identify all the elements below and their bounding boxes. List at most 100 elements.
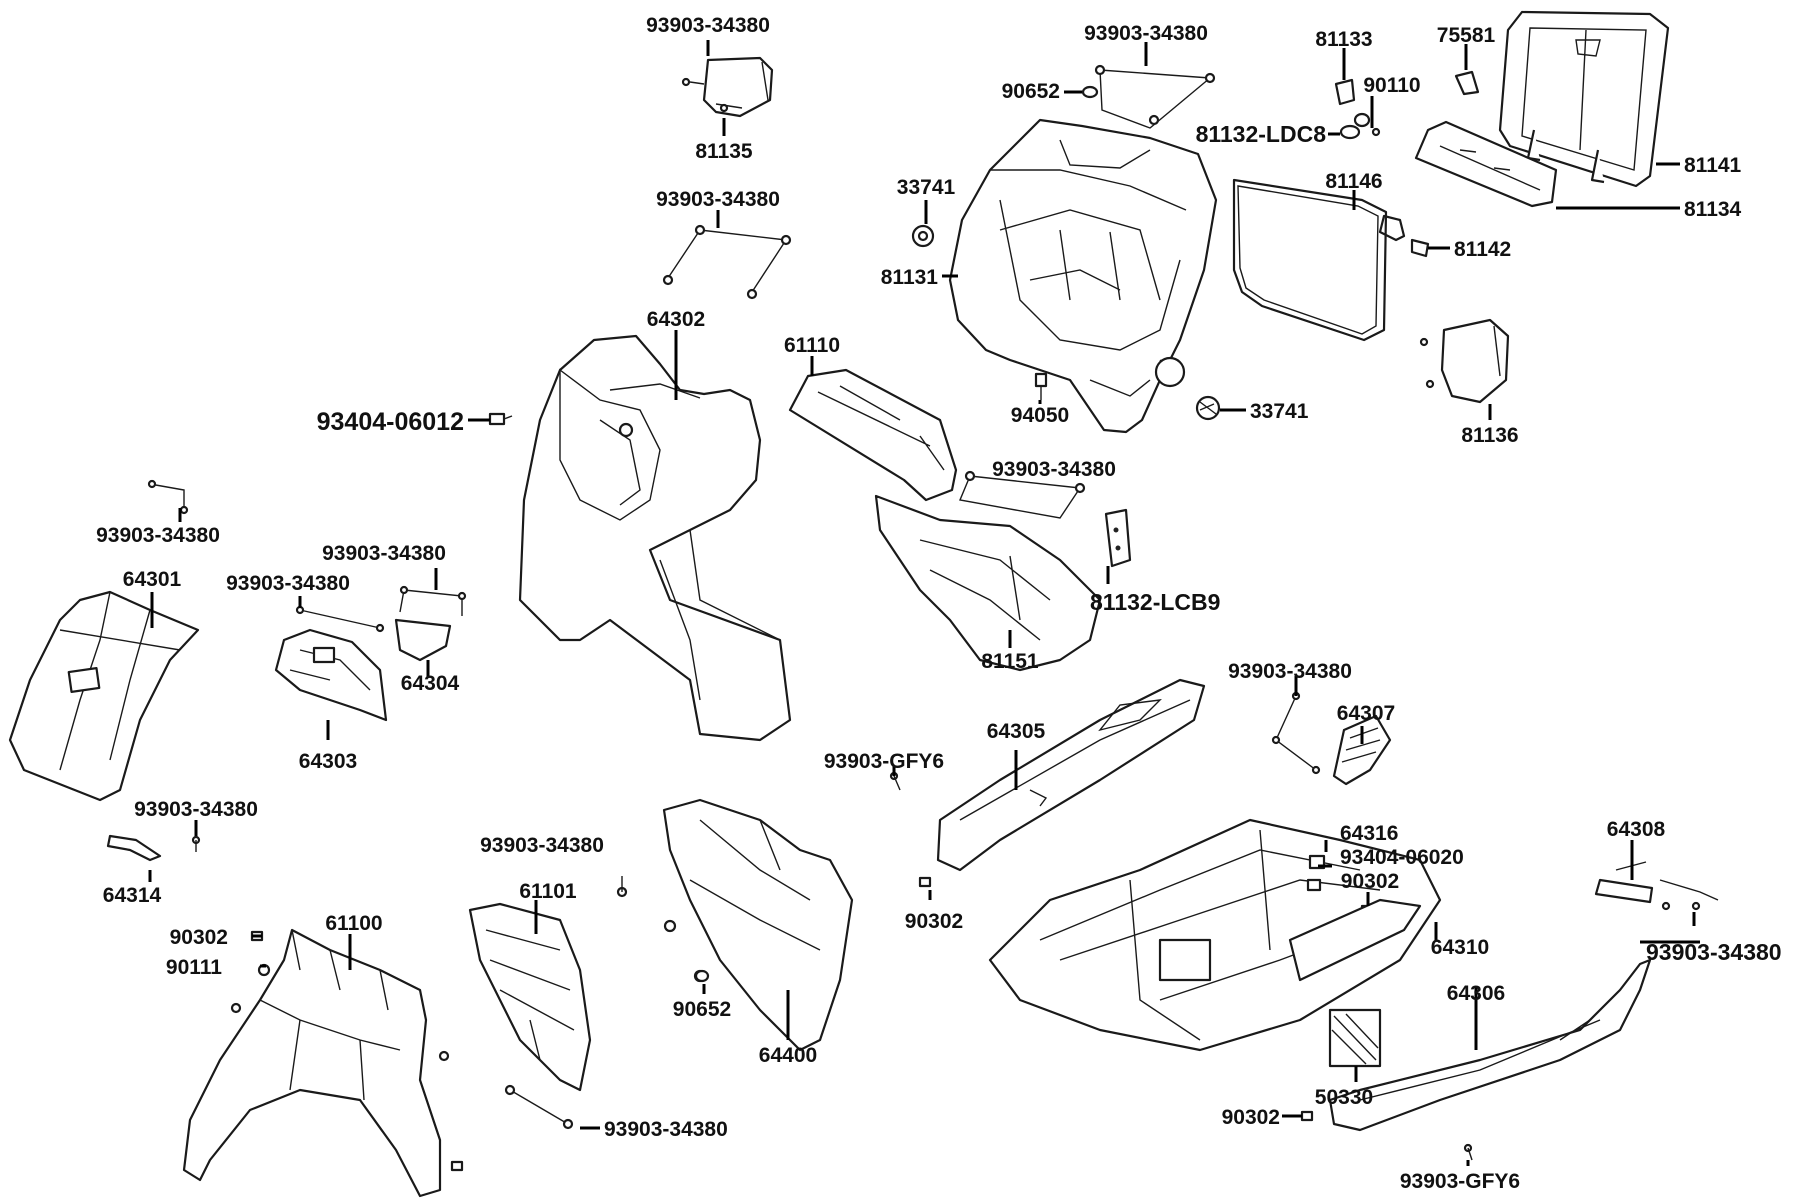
callout-64304: 64304 [401, 672, 460, 695]
callout-90652-a: 90652 [1002, 80, 1060, 103]
part-94050 [1034, 372, 1048, 400]
part-90652-b [694, 969, 710, 983]
callout-labels: 93903-34380 81135 93903-34380 93903-3438… [96, 14, 1781, 1193]
part-64308 [1594, 861, 1719, 911]
part-61101 [468, 902, 592, 1092]
callout-64310: 64310 [1431, 936, 1489, 959]
callout-75581: 75581 [1437, 24, 1496, 47]
callout-90110: 90110 [1363, 74, 1420, 97]
callout-93903-34380-b: 93903-34380 [656, 188, 780, 211]
part-81151 [874, 494, 1102, 672]
callout-81134: 81134 [1684, 198, 1742, 221]
callout-93903-34380-h: 93903-34380 [1228, 660, 1352, 683]
part-81132-LCB9 [1104, 508, 1132, 568]
part-81134 [1414, 120, 1558, 208]
part-64307 [1332, 714, 1392, 786]
callout-64305: 64305 [987, 720, 1046, 743]
part-81141 [1498, 10, 1670, 188]
part-61100 [182, 928, 442, 1198]
callout-64308: 64308 [1607, 818, 1666, 841]
part-81133 [1334, 78, 1356, 106]
part-screw-strap-f [295, 605, 385, 633]
part-screw-k [616, 876, 628, 898]
callout-81136: 81136 [1461, 424, 1518, 447]
part-64310 [1288, 898, 1422, 982]
callout-93903-34380-f: 93903-34380 [322, 542, 446, 565]
part-screw-strap-l [504, 1084, 574, 1130]
callout-81135: 81135 [695, 140, 753, 163]
part-93404-06012 [488, 412, 513, 426]
callout-93903-34380-g: 93903-34380 [226, 572, 350, 595]
callout-90652-b: 90652 [673, 998, 731, 1021]
part-90302-b [918, 876, 932, 888]
callout-33741-b: 33741 [1250, 400, 1309, 423]
part-64305 [936, 678, 1206, 872]
callout-64307: 64307 [1337, 702, 1395, 725]
part-81146 [1232, 178, 1388, 342]
callout-93903-34380-k: 93903-34380 [1646, 939, 1782, 965]
part-81131 [948, 118, 1218, 434]
callout-93903-GFY6-b: 93903-GFY6 [1400, 1170, 1520, 1193]
callout-81151: 81151 [981, 650, 1039, 673]
callout-64302: 64302 [647, 308, 705, 331]
callout-93903-34380-e: 93903-34380 [96, 524, 220, 547]
callout-93903-34380-a: 93903-34380 [646, 14, 770, 37]
callout-33741-a: 33741 [897, 176, 956, 199]
part-screw-h [191, 835, 201, 852]
part-81142 [1378, 214, 1430, 258]
part-screw-strap-c [1094, 64, 1216, 129]
callout-61110: 61110 [784, 334, 840, 357]
part-screw-strap-i [1271, 691, 1321, 775]
part-90652-a [1081, 85, 1099, 99]
part-64306 [1328, 958, 1652, 1132]
leader-lines [148, 40, 1700, 1166]
part-64303 [274, 628, 388, 722]
callout-81146: 81146 [1325, 170, 1382, 193]
callout-64306: 64306 [1447, 982, 1505, 1005]
part-81132-LDC8 [1339, 112, 1381, 140]
callout-93903-34380-i: 93903-34380 [134, 798, 258, 821]
part-93903-GFY6-b [1463, 1143, 1473, 1161]
callout-93903-34380-d: 93903-34380 [992, 458, 1116, 481]
part-screw-strap-g [959, 470, 1086, 519]
callout-93404-06020: 93404-06020 [1340, 846, 1464, 869]
part-50330 [1328, 1008, 1382, 1068]
callout-81132-LDC8: 81132-LDC8 [1196, 121, 1327, 147]
callout-61101: 61101 [519, 880, 577, 903]
callout-94050: 94050 [1011, 404, 1069, 427]
callout-81142: 81142 [1454, 238, 1511, 261]
part-81136 [1419, 318, 1510, 404]
callout-64301: 64301 [123, 568, 182, 591]
callout-64316: 64316 [1340, 822, 1398, 845]
part-floorboard [988, 818, 1442, 1052]
part-75581 [1454, 70, 1480, 96]
callout-93404-06012: 93404-06012 [317, 408, 464, 436]
callout-50330: 50330 [1315, 1086, 1373, 1109]
callout-90302-c: 90302 [905, 910, 963, 933]
part-64304 [394, 585, 467, 662]
callout-93903-34380-j: 93903-34380 [480, 834, 604, 857]
callout-90302-d: 90302 [1222, 1106, 1280, 1129]
callout-61100: 61100 [325, 912, 382, 935]
part-64301 [8, 590, 200, 802]
callout-90302-a: 90302 [1341, 870, 1399, 893]
callout-81141: 81141 [1684, 154, 1742, 177]
part-33741-b [1195, 395, 1221, 421]
part-screw-strap-d [147, 479, 189, 515]
part-screw-strap-b [662, 224, 792, 300]
callout-81132-LCB9: 81132-LCB9 [1090, 589, 1220, 615]
callout-90111: 90111 [166, 956, 222, 979]
part-33741-a [911, 224, 935, 248]
part-61110 [788, 368, 958, 502]
callout-81131: 81131 [881, 266, 939, 289]
callout-93903-34380-c: 93903-34380 [1084, 22, 1208, 45]
callout-64314: 64314 [103, 884, 162, 907]
part-81135 [681, 56, 774, 118]
callout-64303: 64303 [299, 750, 357, 773]
part-90302-d [1300, 1110, 1314, 1122]
callout-81133: 81133 [1315, 28, 1372, 51]
part-64302 [518, 334, 792, 742]
callout-93903-34380-l: 93903-34380 [604, 1118, 728, 1141]
